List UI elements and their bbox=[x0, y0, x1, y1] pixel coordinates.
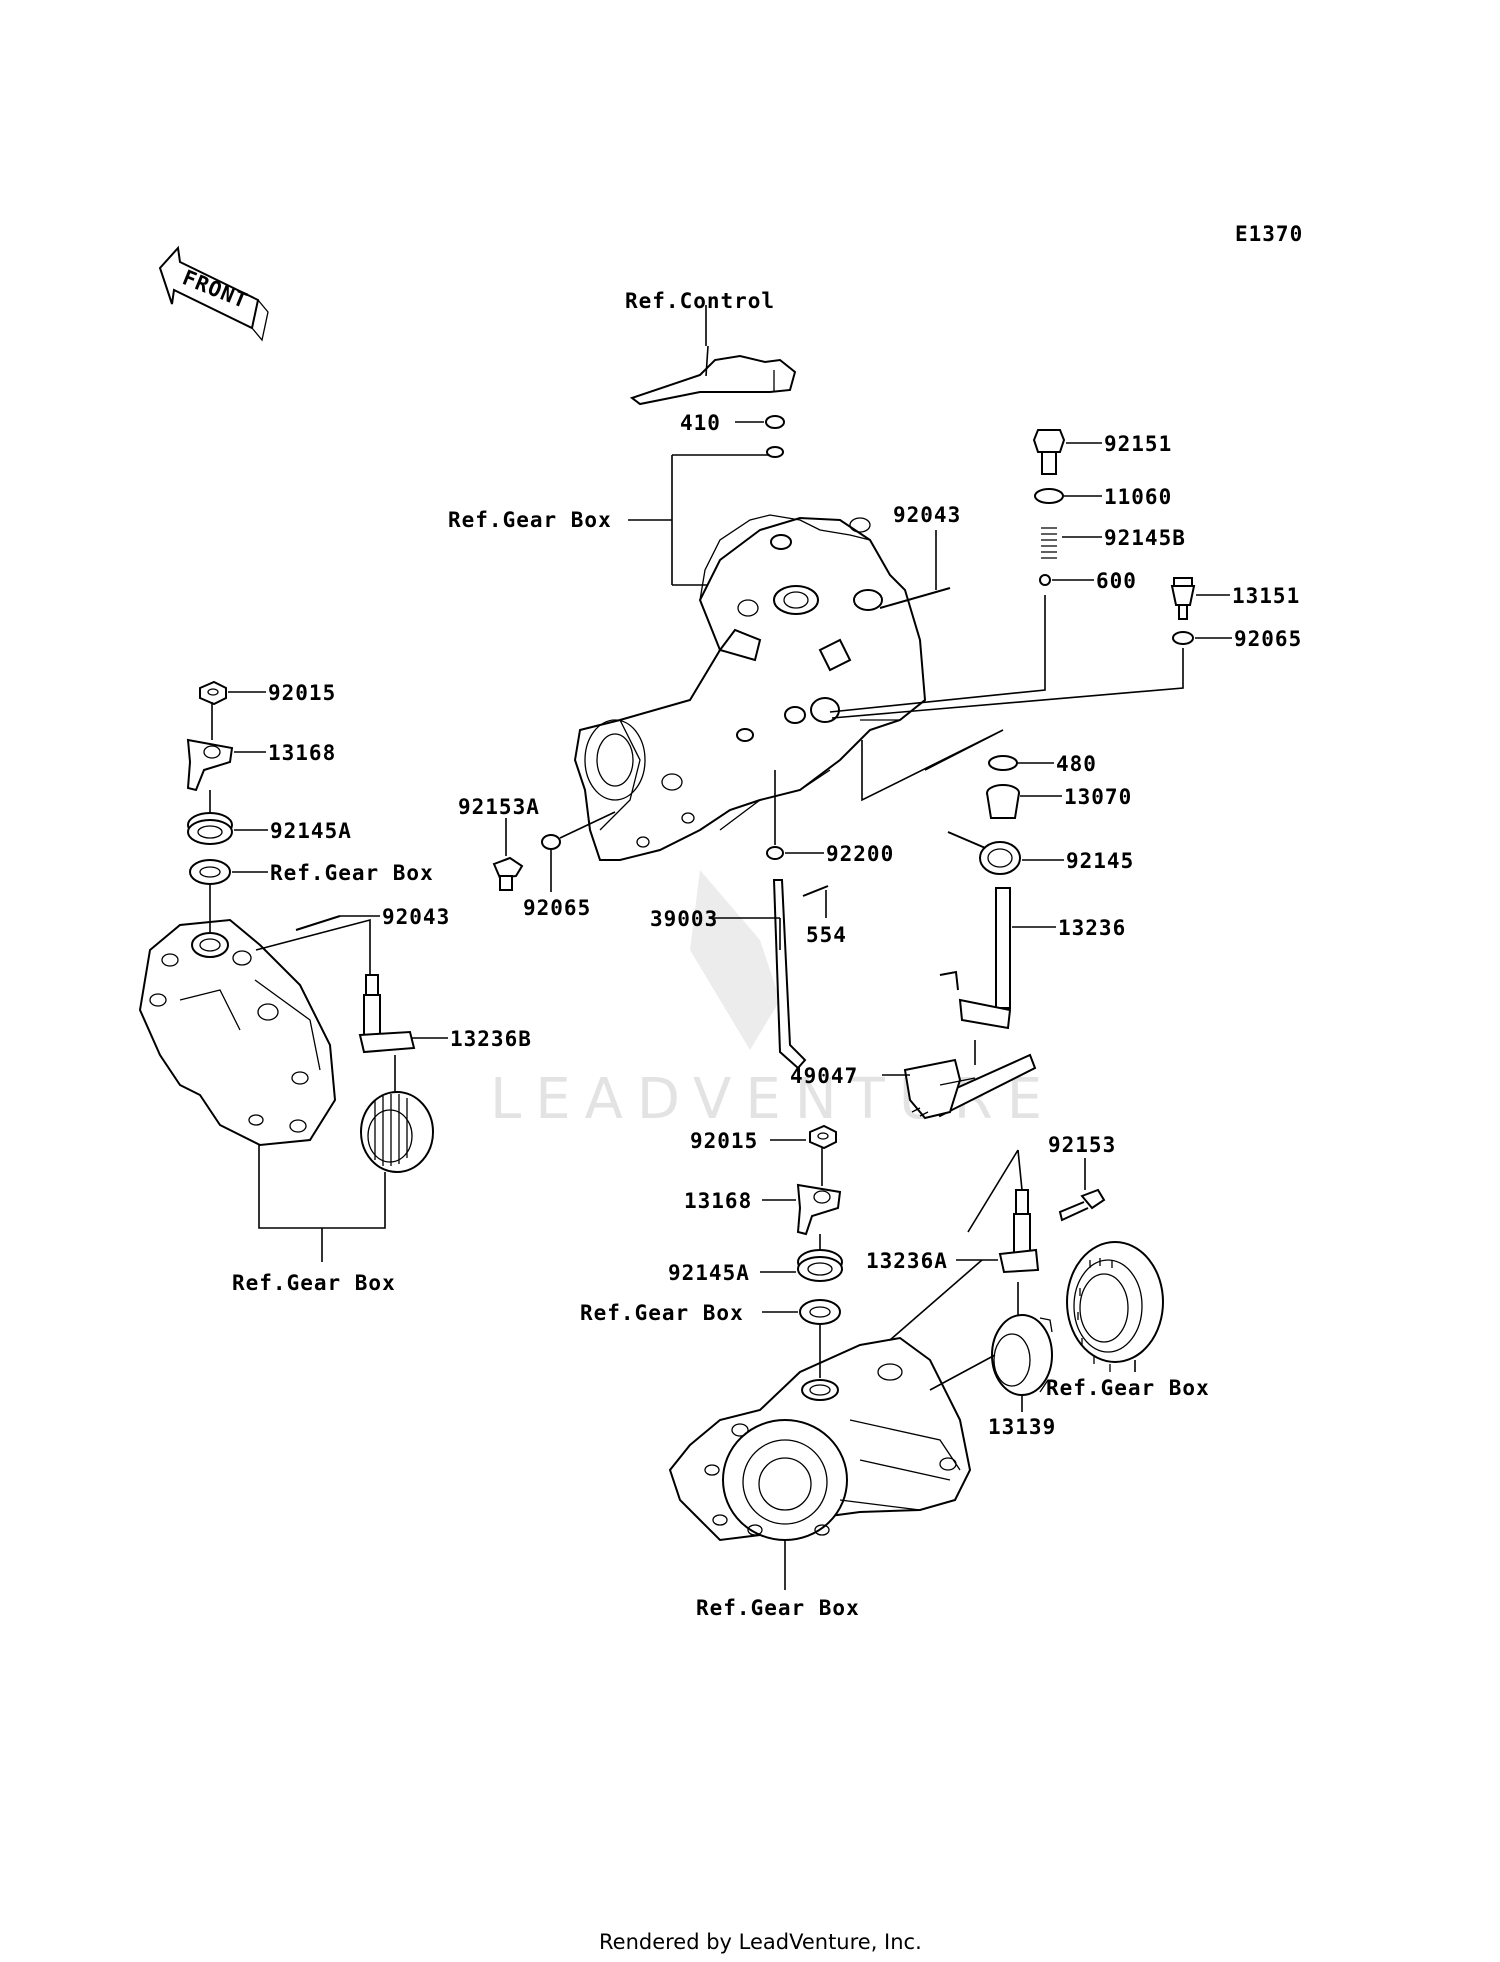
left-gearbox-housing bbox=[138, 918, 337, 1147]
label-ref-gearbox-bottom-left: Ref.Gear Box bbox=[232, 1271, 396, 1295]
nut-92015-left bbox=[199, 680, 227, 706]
footer-credit: Rendered by LeadVenture, Inc. bbox=[599, 1930, 922, 1954]
label-ref-gearbox-left: Ref.Gear Box bbox=[270, 861, 434, 885]
lever-13168-left bbox=[186, 738, 234, 792]
pin-92043-left bbox=[295, 915, 341, 931]
washer-92065-right bbox=[1172, 631, 1194, 645]
pin-554 bbox=[802, 885, 829, 897]
label-13236B: 13236B bbox=[450, 1027, 532, 1051]
nut-92015-mid bbox=[809, 1124, 837, 1150]
label-13070: 13070 bbox=[1064, 785, 1132, 809]
spring-92145B bbox=[1041, 527, 1057, 559]
oil-seal-mid bbox=[799, 1299, 841, 1325]
washer-11060 bbox=[1034, 488, 1064, 504]
bolt-92153 bbox=[1058, 1188, 1106, 1222]
bolt-92153A bbox=[492, 856, 524, 891]
label-13236: 13236 bbox=[1058, 916, 1126, 940]
front-arrow-icon: FRONT bbox=[158, 245, 269, 342]
washer-410 bbox=[765, 415, 785, 429]
label-92153: 92153 bbox=[1048, 1133, 1116, 1157]
bushing-13070 bbox=[986, 784, 1020, 819]
label-13236A: 13236A bbox=[866, 1249, 948, 1273]
label-480: 480 bbox=[1056, 752, 1097, 776]
gear-sleeve-left bbox=[360, 1091, 434, 1173]
label-92065-right: 92065 bbox=[1234, 627, 1302, 651]
label-92065-mid: 92065 bbox=[523, 896, 591, 920]
label-92151: 92151 bbox=[1104, 432, 1172, 456]
washer-92065-mid bbox=[541, 834, 561, 850]
fork-shaft-49047 bbox=[903, 1040, 1037, 1120]
label-92153A: 92153A bbox=[458, 795, 540, 819]
label-92145A-mid: 92145A bbox=[668, 1261, 750, 1285]
leader-ref-gearbox-top bbox=[628, 454, 770, 586]
lower-gearbox-housing bbox=[668, 1336, 972, 1542]
label-11060: 11060 bbox=[1104, 485, 1172, 509]
label-600: 600 bbox=[1096, 569, 1137, 593]
shaft-13236B bbox=[358, 974, 416, 1054]
label-92200: 92200 bbox=[826, 842, 894, 866]
leader-ref-gearbox-bottom-left bbox=[258, 1145, 386, 1262]
label-92015-left: 92015 bbox=[268, 681, 336, 705]
leader-lower-housing-sleeve bbox=[929, 1354, 996, 1391]
lever-13168-mid bbox=[796, 1183, 842, 1236]
label-92043-left: 92043 bbox=[382, 905, 450, 929]
pin-92043-top bbox=[879, 587, 951, 609]
leader-480-housing bbox=[861, 729, 1004, 802]
label-92015-mid: 92015 bbox=[690, 1129, 758, 1153]
bolt-92151 bbox=[1032, 429, 1066, 475]
gear-sleeve-13139 bbox=[991, 1314, 1053, 1396]
leader-13236A-vee bbox=[967, 1149, 1023, 1233]
spring-92145A-left bbox=[187, 812, 233, 845]
label-13168-mid: 13168 bbox=[684, 1189, 752, 1213]
leader-lower-housing-shaft bbox=[889, 1259, 983, 1341]
label-ref-gearbox-right: Ref.Gear Box bbox=[1046, 1376, 1210, 1400]
label-554: 554 bbox=[806, 923, 847, 947]
label-92145B: 92145B bbox=[1104, 526, 1186, 550]
label-ref-control: Ref.Control bbox=[625, 289, 775, 313]
circlip-480 bbox=[988, 755, 1018, 771]
leader-92065-mid-housing bbox=[559, 811, 616, 839]
ball-600 bbox=[1039, 574, 1051, 586]
diagram-code: E1370 bbox=[1235, 222, 1303, 246]
washer-92200 bbox=[766, 846, 784, 860]
label-ref-gearbox-mid: Ref.Gear Box bbox=[580, 1301, 744, 1325]
label-92043-top: 92043 bbox=[893, 503, 961, 527]
label-39003: 39003 bbox=[650, 907, 718, 931]
shaft-13236A bbox=[998, 1189, 1040, 1274]
spring-92145A-mid bbox=[797, 1249, 843, 1282]
leader-left-housing-shaft bbox=[255, 918, 371, 975]
shaft-13236 bbox=[939, 887, 1012, 1030]
leader-92065-housing bbox=[831, 648, 1184, 719]
upper-gearbox-housing bbox=[573, 514, 927, 861]
label-ref-gearbox-top: Ref.Gear Box bbox=[448, 508, 612, 532]
label-13139: 13139 bbox=[988, 1415, 1056, 1439]
label-13151: 13151 bbox=[1232, 584, 1300, 608]
washer-small-top bbox=[766, 446, 784, 458]
leader-600-housing bbox=[829, 595, 1046, 713]
label-ref-gearbox-bottom: Ref.Gear Box bbox=[696, 1596, 860, 1620]
label-410: 410 bbox=[680, 411, 721, 435]
spring-92145 bbox=[947, 831, 1021, 875]
switch-13151 bbox=[1170, 577, 1196, 620]
oil-seal-left bbox=[189, 859, 231, 885]
control-bracket bbox=[629, 345, 797, 406]
label-13168-left: 13168 bbox=[268, 741, 336, 765]
label-49047: 49047 bbox=[790, 1064, 858, 1088]
bearing bbox=[1066, 1241, 1164, 1372]
label-92145: 92145 bbox=[1066, 849, 1134, 873]
lever-39003 bbox=[772, 879, 807, 1070]
label-92145A-left: 92145A bbox=[270, 819, 352, 843]
